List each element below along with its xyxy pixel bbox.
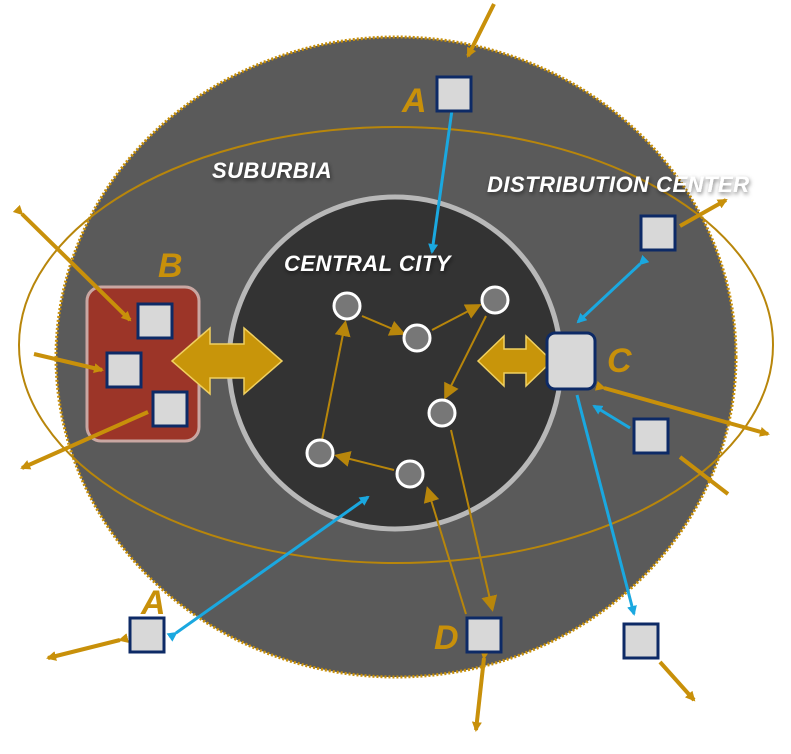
gold-arrow-c-right (594, 381, 770, 437)
suburbia-label: SUBURBIA (212, 158, 332, 183)
facility-squares (105, 75, 677, 660)
gold-arrow-dc (679, 198, 728, 228)
gold-arrow-top (466, 3, 496, 58)
external-flows (12, 3, 770, 732)
city-node (305, 438, 335, 468)
gold-arrow-bottom-right (658, 660, 696, 702)
facility-b-2 (105, 351, 143, 389)
gold-arrow-right-sq (678, 455, 730, 496)
label-a-bottom: A (140, 584, 166, 622)
flow-line (431, 304, 482, 331)
flow-line (334, 451, 395, 471)
flow-line (361, 315, 406, 336)
blue-arrow-dc-c (576, 254, 650, 324)
city-node (480, 285, 510, 315)
facility-a-top (435, 75, 473, 113)
distribution-center-label: DISTRIBUTION CENTER (487, 172, 750, 197)
city-node (395, 459, 425, 489)
label-b: B (158, 247, 183, 285)
facility-c (545, 331, 597, 391)
label-d: D (434, 619, 459, 657)
big-arrow-b-city (170, 326, 284, 396)
flow-line (450, 429, 498, 612)
label-c: C (607, 342, 632, 380)
central-city-flows (321, 304, 498, 615)
blue-arrow-c-down (575, 394, 637, 616)
city-node (427, 398, 457, 428)
gold-arrow-d (471, 649, 490, 732)
suburbia-ellipse (18, 126, 774, 564)
flow-line (423, 486, 467, 615)
facility-right (632, 417, 670, 455)
gold-arrow-a-bottom (46, 633, 129, 661)
flow-line (444, 315, 487, 400)
central-city-label: CENTRAL CITY (284, 251, 453, 276)
facility-a-bottom (128, 616, 166, 654)
flow-line (321, 320, 351, 441)
facility-b-1 (136, 302, 174, 340)
facility-b-3 (151, 390, 189, 428)
blue-arrow-a-top (428, 109, 454, 254)
city-node (332, 291, 362, 321)
label-a-top: A (401, 82, 427, 120)
facility-d (465, 616, 503, 654)
city-nodes (305, 285, 510, 489)
blue-arrow-a-bottom (166, 495, 370, 642)
facility-bottom-right (622, 622, 660, 660)
gold-arrow-b-in-2 (33, 352, 104, 374)
gold-arrow-b-out (20, 410, 149, 470)
facility-dc (639, 214, 677, 252)
city-node (402, 323, 432, 353)
gold-arrow-b-in-1 (12, 204, 132, 322)
